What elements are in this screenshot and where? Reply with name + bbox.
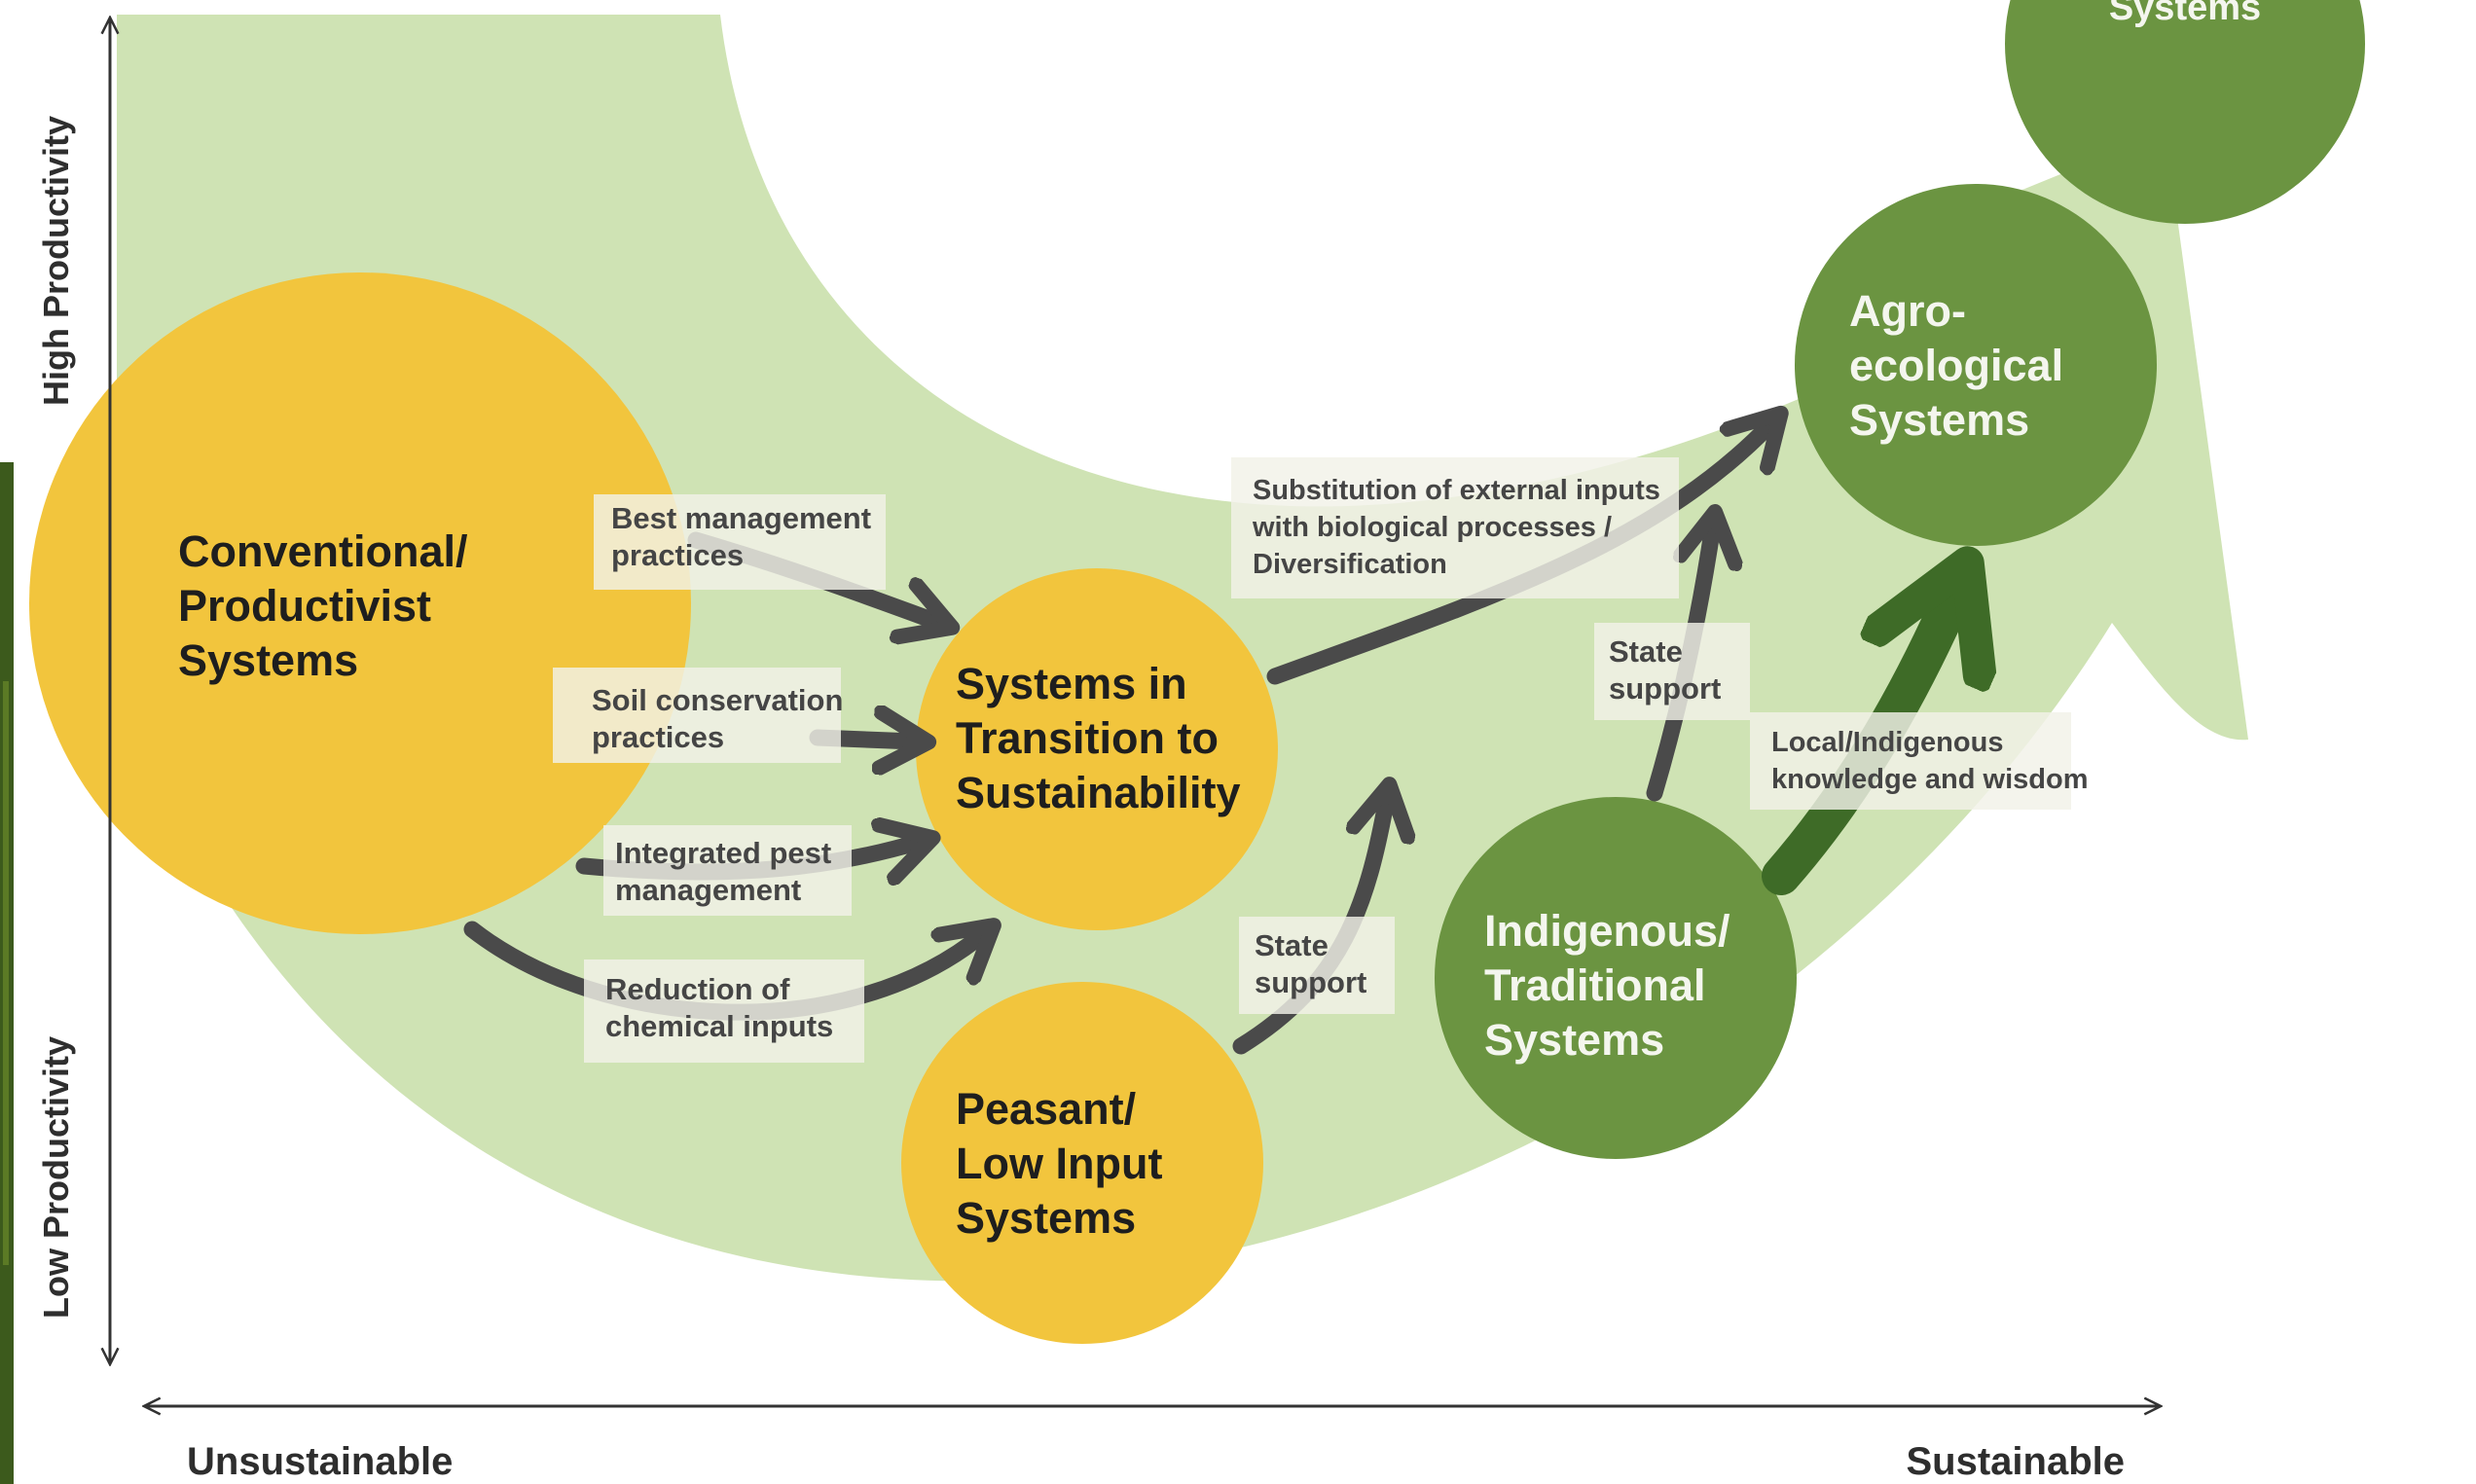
label-box-local-indigenous	[1750, 712, 2071, 810]
axis-label-unsustainable: Unsustainable	[187, 1440, 453, 1483]
label-substitution: Substitution of external inputs with bio…	[1252, 475, 1668, 580]
label-agroecological-systems: Agro- ecological Systems	[1849, 286, 2076, 445]
label-local-indigenous: Local/Indigenous knowledge and wisdom	[1771, 727, 2089, 795]
label-box-state-support-indigenous	[1594, 623, 1750, 720]
label-indigenous-systems: Indigenous/ Traditional Systems	[1484, 906, 1742, 1065]
agroecological-systems-node	[1795, 184, 2157, 546]
axis-label-high-productivity: High Productivity	[36, 116, 76, 406]
label-best-management: Best management practices	[611, 501, 880, 572]
left-photo-strip-highlight	[3, 681, 9, 1265]
label-box-best-management	[594, 494, 886, 590]
label-box-soil-conservation	[553, 668, 841, 763]
conventional-systems-node	[29, 272, 691, 934]
peasant-systems-node	[901, 982, 1263, 1344]
label-peasant-systems: Peasant/ Low Input Systems	[956, 1084, 1175, 1243]
top-right-system-label: Systems	[2109, 0, 2261, 28]
label-transition-systems: Systems in Transition to Sustainability	[956, 659, 1241, 817]
label-reduction-chemical: Reduction of chemical inputs	[605, 972, 833, 1043]
label-conventional-systems: Conventional/ Productivist Systems	[178, 526, 480, 685]
label-state-support-indigenous: State support	[1609, 634, 1721, 706]
transition-systems-node	[916, 568, 1278, 930]
label-box-integrated-pest	[603, 825, 852, 916]
label-box-substitution	[1231, 457, 1679, 598]
axis-label-low-productivity: Low Productivity	[36, 1036, 76, 1319]
top-right-system-circle	[2005, 0, 2365, 224]
indigenous-systems-node	[1435, 797, 1797, 1159]
label-soil-conservation: Soil conservation practices	[592, 683, 852, 754]
label-integrated-pest: Integrated pest management	[615, 836, 840, 907]
label-box-reduction-chemical	[584, 959, 864, 1063]
axis-label-sustainable: Sustainable	[1906, 1440, 2125, 1483]
label-box-state-support-peasant	[1239, 917, 1395, 1014]
label-state-support-peasant: State support	[1255, 928, 1366, 999]
